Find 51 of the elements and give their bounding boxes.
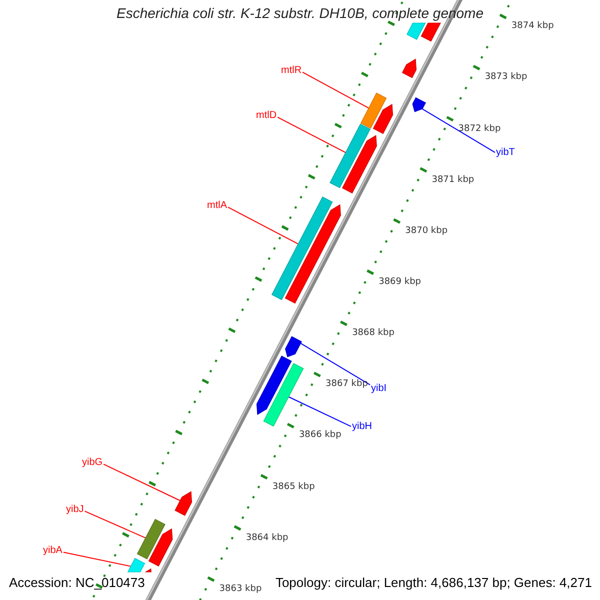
scale-label: 3864 kbp <box>246 532 288 543</box>
gene-label: mtlA <box>207 200 227 212</box>
gene-feature <box>402 58 417 78</box>
leader-line <box>302 72 370 109</box>
gene-feature <box>372 104 394 134</box>
gene-label: yibG <box>82 457 103 469</box>
footer-text: Topology: circular; Length: 4,686,137 bp; Genes: 4,271 <box>275 575 592 591</box>
leader-line <box>300 342 370 386</box>
gene-bar <box>360 92 387 129</box>
gene-feature <box>284 204 341 304</box>
gene-label: mtlR <box>281 65 302 77</box>
gene-feature <box>412 97 426 112</box>
scale-label: 3872 kbp <box>458 124 501 134</box>
gene-label: mtlD <box>256 110 277 122</box>
scale-label: 3869 kbp <box>378 276 422 287</box>
leader-line <box>228 206 299 244</box>
gene-feature <box>144 568 152 572</box>
leader-line <box>84 510 146 538</box>
gene-feature <box>256 356 292 416</box>
gene-label: yibI <box>371 383 387 395</box>
leader-line <box>277 116 346 153</box>
gene-feature <box>342 135 377 194</box>
gene-feature <box>148 528 173 566</box>
gene-feature <box>285 336 302 358</box>
scale-label: 3865 kbp <box>272 482 315 492</box>
gene-bar <box>271 196 333 300</box>
gene-label: yibJ <box>66 504 84 516</box>
scale-label: 3874 kbp <box>511 21 554 32</box>
scale-label: 3863 kbp <box>219 584 262 594</box>
leader-line <box>288 396 352 427</box>
gene-label: yibT <box>496 147 515 159</box>
gene-bar <box>127 558 146 572</box>
scale-label: 3866 kbp <box>298 430 342 440</box>
gene-feature <box>174 491 192 516</box>
leader-line <box>422 108 496 153</box>
gene-feature <box>420 22 441 42</box>
leader-line <box>103 464 181 502</box>
gene-bar <box>136 518 166 560</box>
scale-label: 3871 kbp <box>432 174 474 185</box>
gene-bar <box>263 362 304 427</box>
gene-label: yibH <box>352 421 372 433</box>
leader-line <box>62 552 132 567</box>
scale-label: 3868 kbp <box>352 328 394 338</box>
scale-label: 3867 kbp <box>326 379 368 390</box>
scale-label: 3870 kbp <box>405 226 448 236</box>
title: Escherichia coli str. K-12 substr. DH10B, complete genome <box>116 5 484 22</box>
gene-label: yibA <box>43 545 62 557</box>
gene-bar <box>406 22 426 40</box>
scale-label: 3873 kbp <box>484 72 528 82</box>
footer-text: Accession: NC_010473 <box>9 575 145 591</box>
gene-bar <box>330 124 371 188</box>
